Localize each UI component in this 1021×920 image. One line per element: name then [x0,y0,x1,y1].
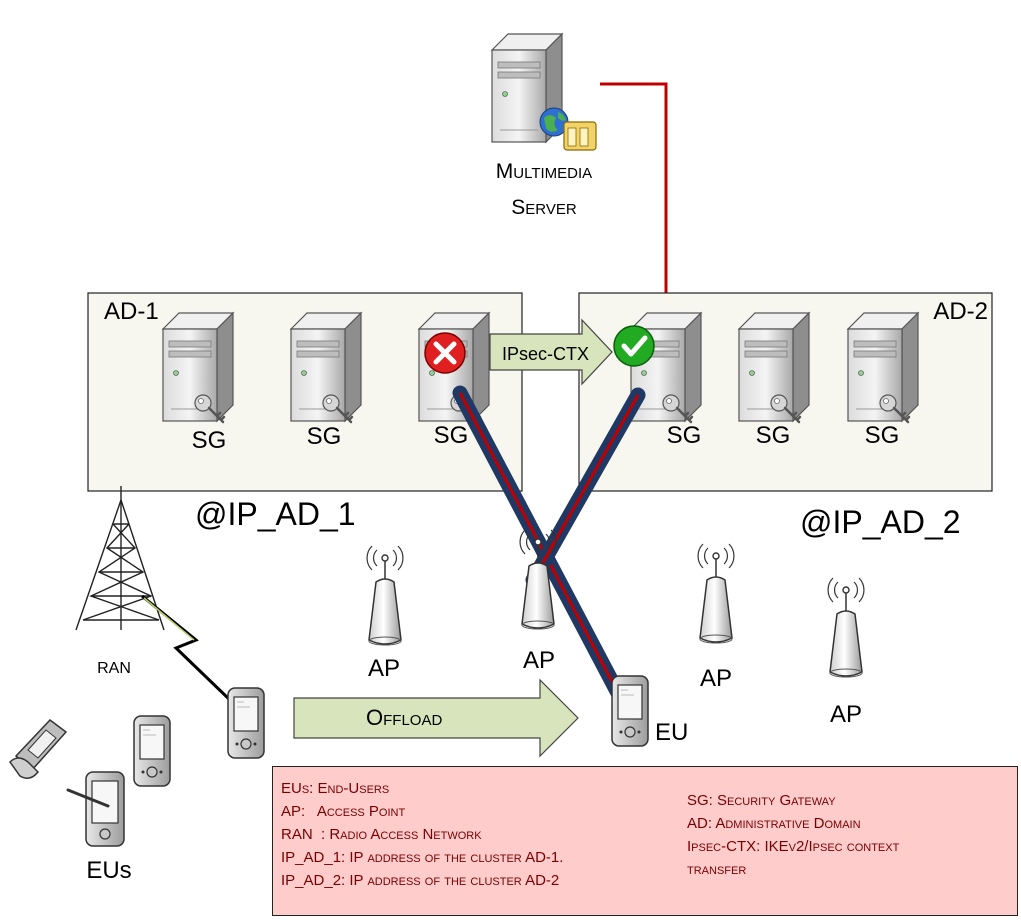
gateway-label: SG [756,422,791,449]
legend-item: AP: Access Point [281,803,406,820]
multimedia-server-icon [491,33,597,151]
legend-left-column: EUs: End-Users AP: Access Point RAN : Ra… [281,777,563,892]
gateway-label: SG [667,422,702,449]
legend-item: IP_AD_1: IP address of the cluster AD-1. [281,849,564,866]
gateway-label: SG [434,422,469,449]
security-gateway-icon [162,312,234,424]
domain-ad1-address: @IP_AD_1 [195,496,356,532]
legend-right-column: SG: Security Gateway AD: Administrative … [687,789,899,881]
legend-item: Ipsec-CTX: IKEv2/Ipsec context [687,838,900,855]
access-point-icon [827,577,865,678]
legend-box: EUs: End-Users AP: Access Point RAN : Ra… [272,766,1018,916]
access-point-label: AP [368,655,400,682]
legend-item: EUs: End-Users [281,780,390,797]
offload-label: Offload [366,705,442,730]
eus-label: EUs [86,857,131,884]
legend-item: transfer [687,861,747,878]
pda-device-icon [227,687,265,759]
access-point-label: AP [700,665,732,692]
legend-item: IP_AD_2: IP address of the cluster AD-2 [281,872,560,889]
domain-ad2-address: @IP_AD_2 [800,504,961,540]
access-point-label: AP [523,647,555,674]
server-link [600,82,668,322]
security-gateway-icon [847,312,919,424]
offload-arrow [293,678,579,758]
pda-device-icon [133,715,171,787]
ipsec-ctx-label: IPsec-CTX [502,344,589,364]
legend-item: AD: Administrative Domain [687,815,861,832]
tablet-device-icon [66,771,125,847]
domain-ad2-label: AD-2 [933,298,988,325]
legend-item: SG: Security Gateway [687,792,836,809]
server-label-line1: Multimedia [496,160,592,183]
gateway-label: SG [307,423,342,450]
gateway-label: SG [865,422,900,449]
security-gateway-icon [738,312,810,424]
access-point-icon [697,543,735,644]
domain-ad1-label: AD-1 [104,298,159,325]
wireless-link-icon [141,594,232,702]
gateway-label: SG [192,427,227,454]
server-label-line2: Server [511,196,577,219]
success-check-icon [613,325,655,367]
access-point-label: AP [830,701,862,728]
ipsec-ctx-arrow [489,318,613,386]
mobile-phone-icon [9,718,68,779]
eu-label: EU [655,719,688,746]
failure-x-icon [424,332,466,374]
pda-device-icon [611,675,649,747]
access-point-icon [366,545,404,646]
ran-tower-icon [75,486,165,631]
ran-label: RAN [97,660,131,677]
legend-item: RAN : Radio Access Network [281,826,482,843]
tunnel-active [525,387,646,588]
security-gateway-icon [290,312,362,424]
